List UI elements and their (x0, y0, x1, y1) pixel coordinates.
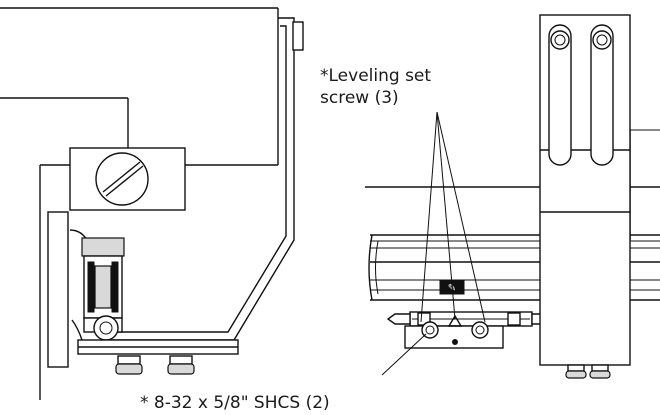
seal-strip-left (87, 261, 95, 313)
shcs-left-socket (425, 325, 435, 335)
guide-curve-bottom (71, 319, 83, 341)
leveling-triangle (447, 314, 463, 327)
carriage-end-left (386, 313, 411, 325)
rail-end-curve (368, 234, 373, 301)
center-pin (452, 339, 458, 345)
roller-hub (99, 321, 113, 335)
column-foot-2-top (591, 364, 609, 372)
shcs-right-socket (475, 325, 485, 335)
callouts: *Leveling set screw (3) * 8-32 x 5/8" SH… (140, 66, 486, 413)
slot-bolt-left-inner (554, 34, 566, 46)
left-side-view (0, 7, 304, 400)
slot-bolt-right-inner (596, 34, 608, 46)
vertical-column (539, 14, 631, 379)
foot-1-bottom (115, 363, 143, 375)
rail-end-curve-inner (375, 240, 379, 295)
slotted-screw-head (95, 152, 149, 206)
leader-leveling-2 (436, 111, 456, 320)
slot-bolt-left (550, 30, 570, 50)
column-foot-1-top (567, 364, 585, 372)
stop-right (507, 312, 521, 326)
leader-leveling-1 (420, 111, 438, 323)
bracket-knob (292, 21, 304, 51)
bracket-inner (100, 25, 287, 333)
leader-shcs (381, 333, 427, 376)
column-slot-right (590, 24, 614, 166)
foot-1-top (117, 355, 141, 365)
frame-column (47, 211, 69, 368)
seal-strip-right (111, 261, 119, 313)
shcs-label: * 8-32 x 5/8" SHCS (2) (140, 393, 330, 413)
roller-wheel (93, 315, 119, 341)
shcs-right-head (471, 321, 489, 339)
screw-slot-a (102, 161, 141, 193)
seal-cap (81, 237, 125, 257)
leveling-label-line2: screw (3) (320, 88, 399, 108)
seal-core (94, 265, 112, 309)
foot-2-bottom (167, 363, 195, 375)
column-foot-1 (565, 370, 587, 379)
slot-bolt-right (592, 30, 612, 50)
leveling-label-line1: *Leveling set (320, 66, 431, 86)
column-foot-2 (589, 370, 611, 379)
column-slot-left (548, 24, 572, 166)
right-front-view: ✎ (365, 14, 660, 379)
foot-2-top (169, 355, 193, 365)
screw-slot-b (105, 165, 144, 197)
carriage-assembly: ✎ (386, 279, 581, 349)
leader-leveling-3 (436, 111, 486, 323)
